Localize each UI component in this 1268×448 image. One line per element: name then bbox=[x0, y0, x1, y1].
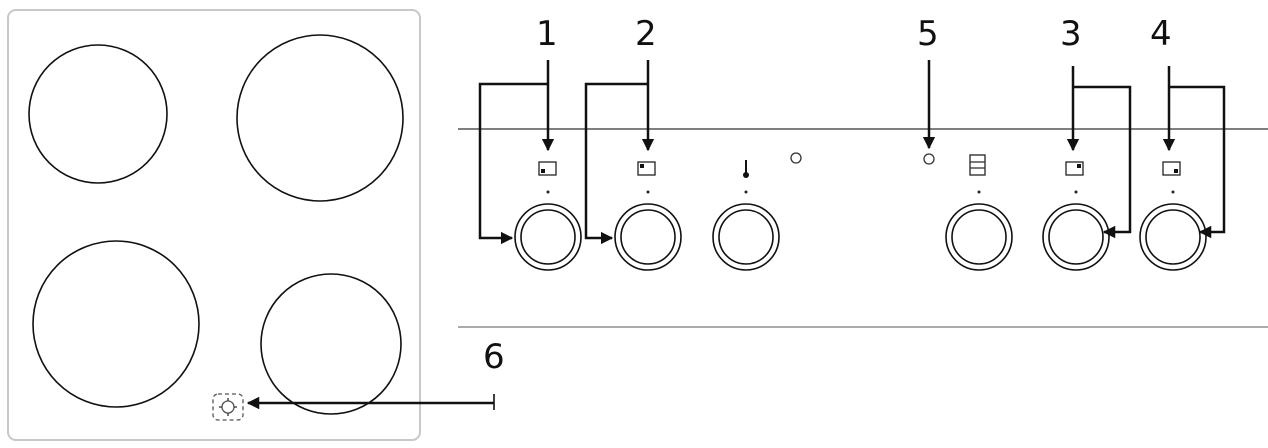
zone-front-left-icon bbox=[637, 161, 656, 176]
oven-function-icon bbox=[969, 154, 986, 176]
callout-3-arrow-knob bbox=[1073, 85, 1132, 239]
knob-rear-right[interactable] bbox=[1042, 203, 1110, 271]
zone-rear-left-icon bbox=[538, 161, 557, 176]
knob-front-right[interactable] bbox=[1139, 203, 1207, 271]
knob-rear-left[interactable] bbox=[514, 203, 582, 271]
callout-4-label: 4 bbox=[1150, 14, 1172, 54]
residual-heat-indicator-icon bbox=[212, 393, 244, 421]
callout-5-label: 5 bbox=[917, 14, 939, 54]
cooking-zone-front-right bbox=[260, 273, 402, 415]
cooking-zone-rear-left bbox=[28, 44, 168, 184]
hob-indicator-lamp bbox=[923, 153, 935, 165]
callout-6-label: 6 bbox=[483, 337, 505, 377]
knob-oven-temperature[interactable] bbox=[712, 203, 780, 271]
cooking-zone-rear-right bbox=[236, 34, 404, 202]
zone-front-right-icon bbox=[1162, 161, 1181, 176]
callout-4-arrow-knob bbox=[1169, 85, 1226, 239]
callout-2-label: 2 bbox=[635, 14, 657, 54]
cooking-zone-front-left bbox=[32, 240, 200, 408]
callout-3-label: 3 bbox=[1060, 14, 1082, 54]
hob-top-view bbox=[7, 9, 421, 441]
callout-1-label: 1 bbox=[536, 14, 558, 54]
hob-outline bbox=[7, 9, 421, 441]
oven-indicator-lamp bbox=[790, 152, 802, 164]
knob-front-left[interactable] bbox=[614, 203, 682, 271]
knob-oven-function[interactable] bbox=[945, 203, 1013, 271]
knob-position-dots bbox=[546, 190, 1175, 194]
callout-1-arrow-knob bbox=[478, 82, 548, 245]
zone-rear-right-icon bbox=[1065, 161, 1084, 176]
callout-2-arrow-knob bbox=[584, 82, 648, 245]
thermometer-icon bbox=[743, 160, 749, 178]
